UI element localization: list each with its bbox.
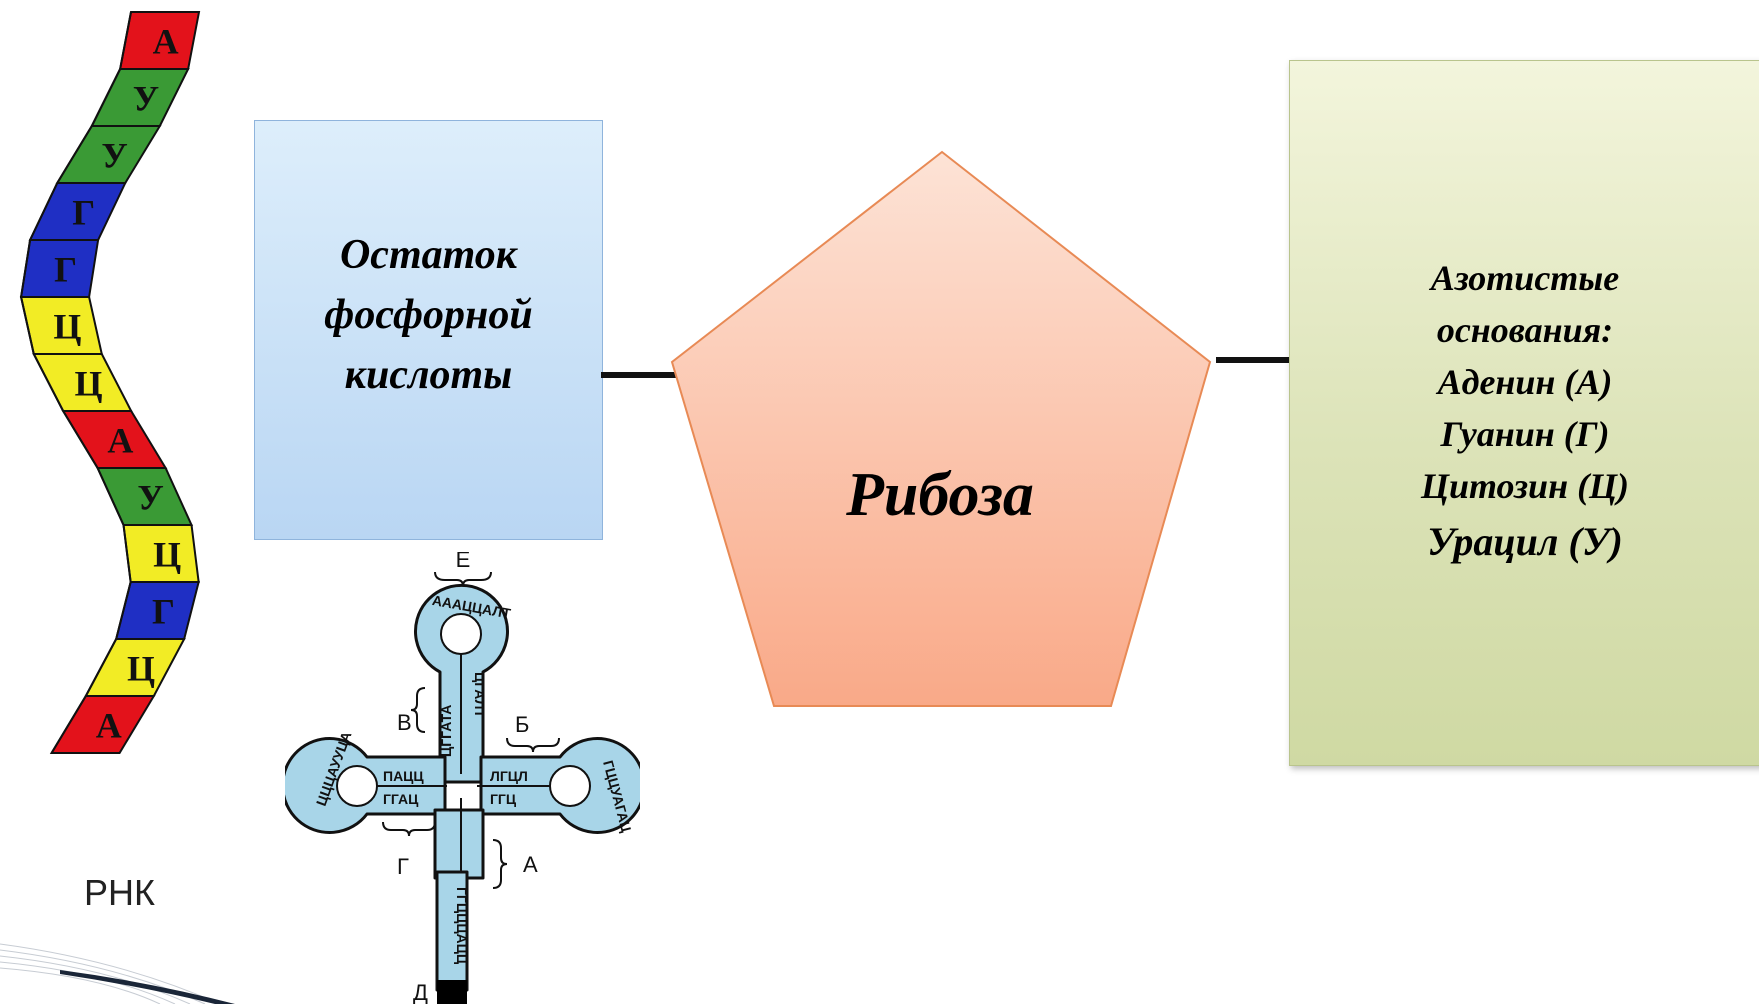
decorative-swoosh [0, 943, 235, 1004]
trna-label-stem: Д [413, 980, 428, 1004]
trna-label-left: В [397, 710, 412, 735]
rna-segment-edge [119, 11, 132, 70]
rna-segment-edge [96, 467, 125, 526]
rna-segment-edge [115, 581, 132, 640]
trna-seq-left-stem-bottom: ГГАЦ [383, 791, 419, 807]
rna-segment-edge [56, 125, 93, 184]
rna-segment-letter: А [96, 706, 122, 746]
rna-segment-edge [50, 695, 87, 754]
bases-line: Цитозин (Ц) [1420, 466, 1630, 506]
phosphate-residue-box: Остаток фосфорной кислоты [254, 120, 603, 540]
trna-seq-top-stem-right: ЦГАЛТ [472, 672, 488, 718]
rna-segment-letter: А [107, 421, 133, 461]
rna-segment-letter: Ц [127, 649, 155, 689]
rna-segment-letter: Ц [153, 535, 181, 575]
bases-line: Урацил (У) [1427, 519, 1623, 564]
trna-label-bottom-right: А [523, 852, 538, 877]
trna-label-right: Б [515, 712, 529, 737]
ribose-shape [670, 150, 1212, 707]
bases-line: основания: [1436, 310, 1614, 350]
phosphate-label: Остаток фосфорной кислоты [324, 225, 532, 405]
rna-segment-letter: У [137, 478, 163, 518]
nitrogen-bases-text: Азотистые основания: Аденин (А) Гуанин (… [1360, 252, 1690, 572]
ribose-label: Рибоза [846, 461, 1034, 529]
trna-seq-right-stem-bottom: ГГЦ [490, 791, 517, 807]
rna-segment-letter: У [133, 79, 159, 119]
phosphate-label-line: Остаток [339, 232, 518, 278]
rna-segment-edge [90, 68, 122, 127]
trna-label-bottom-left: Г [397, 854, 409, 879]
rna-segment-edge [84, 638, 118, 697]
trna-terminal-block [437, 980, 467, 1004]
bases-line: Гуанин (Г) [1440, 414, 1610, 454]
nitrogen-bases-box [1289, 60, 1759, 766]
rna-segment-edge [20, 239, 32, 298]
phosphate-label-line: фосфорной [324, 292, 533, 338]
bases-line: Азотистые [1430, 258, 1620, 298]
rna-segment-letter: У [101, 136, 127, 176]
rna-segment-edge [29, 182, 59, 241]
rna-caption: РНК [84, 872, 155, 913]
rna-segment-letter: А [153, 22, 179, 62]
rna-segment-letter: Г [152, 592, 175, 632]
trna-seq-acceptor: ГГЦЦЦАЦЦ [454, 887, 470, 965]
rna-segment-letter: Ц [53, 307, 81, 347]
bases-line: Аденин (А) [1437, 362, 1613, 402]
rna-segment-edge [122, 524, 132, 583]
rna-segment-letter: Ц [74, 364, 102, 404]
phosphate-label-line: кислоты [344, 352, 513, 398]
rna-segment-letter: Г [72, 193, 95, 233]
rna-segment-letter: Г [54, 250, 77, 290]
trna-seq-right-stem-top: ЛГЦЛ [490, 768, 528, 784]
rna-segment-edge [20, 296, 35, 355]
trna-cloverleaf-illustration: АААЦЦАЛТ ЦГГАТА ЦГАЛТ ЦЦЦАУУЦА ПАЦЦ ГГАЦ… [285, 552, 640, 1004]
trna-seq-top-stem-left: ЦГГАТА [438, 705, 454, 757]
trna-label-top: Е [456, 552, 471, 572]
rna-segment-edge [62, 410, 99, 469]
rna-segment-edge [32, 353, 65, 412]
trna-seq-left-stem-top: ПАЦЦ [383, 768, 424, 784]
ribose-pentagon [670, 150, 1212, 707]
connector-phosphate-ribose [601, 372, 689, 378]
connector-ribose-bases [1216, 357, 1291, 363]
